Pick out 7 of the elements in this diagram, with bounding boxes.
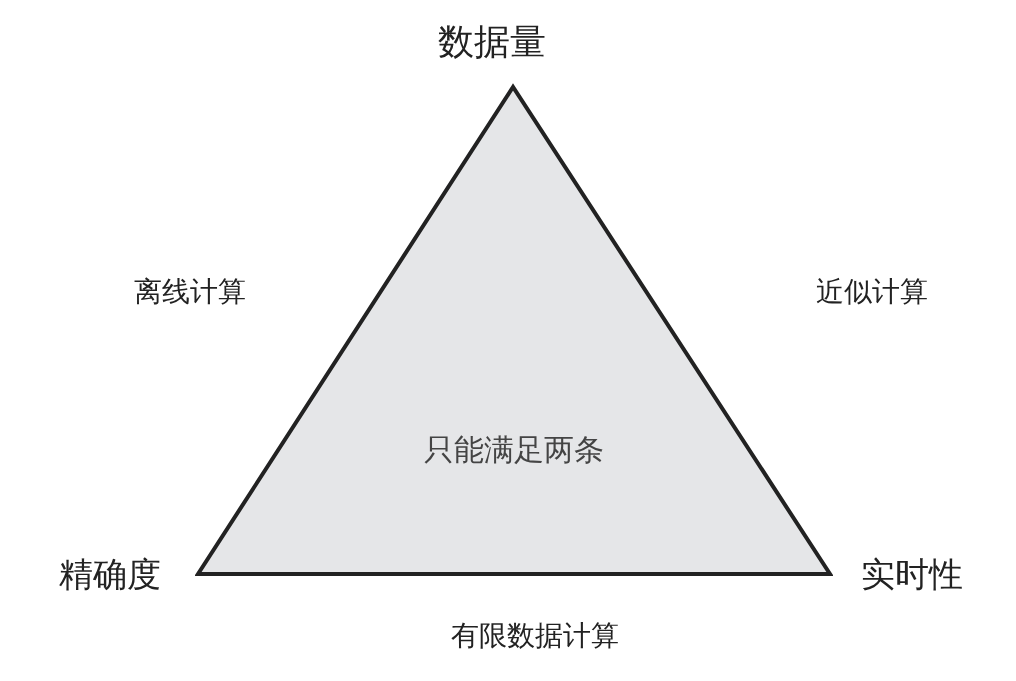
corner-label: 精确度 <box>59 555 161 593</box>
side-label: 离线计算 <box>134 276 246 308</box>
corner-label: 数据量 <box>438 22 546 62</box>
triangle-label: 只能满足两条 <box>424 432 604 466</box>
side-label: 近似计算 <box>816 276 928 308</box>
corner-label: 实时性 <box>861 555 963 593</box>
side-label: 有限数据计算 <box>451 620 619 652</box>
